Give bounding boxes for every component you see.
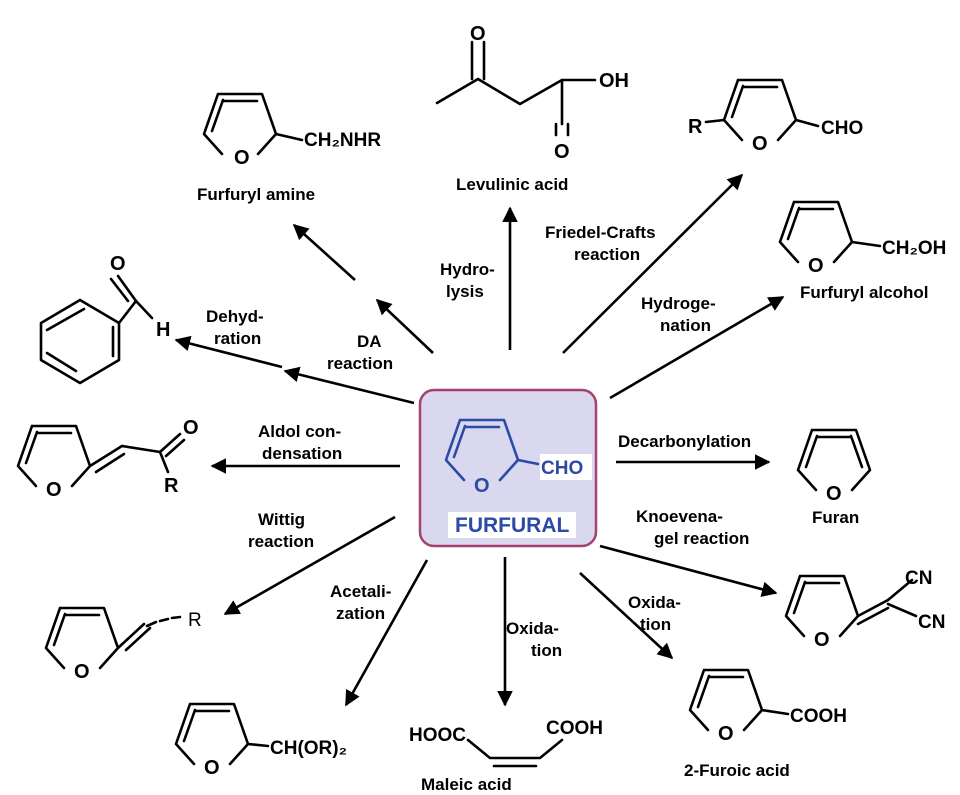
reaction-label-hydrogenation: Hydroge-nation — [641, 294, 716, 335]
furan-ring-icon — [44, 606, 120, 670]
benzene-ring-icon — [39, 298, 121, 385]
furfuryl-alcohol-structure: O CH₂OH Furfuryl alcohol — [778, 200, 946, 302]
svg-text:R: R — [188, 610, 202, 631]
cooh-group: COOH — [546, 718, 603, 739]
reaction-label-oxidation-right: Oxida-tion — [628, 593, 681, 634]
reaction-label-oxidation-down: Oxida-tion — [506, 619, 562, 660]
furan-structure: O Furan — [796, 428, 872, 527]
svg-text:O: O — [470, 23, 486, 45]
furyl-enone-structure: O R O — [16, 417, 199, 501]
cn-group-upper: CN — [905, 568, 932, 589]
dicyano-vinyl-furan-structure: CN CN O — [784, 568, 945, 651]
svg-text:O: O — [814, 629, 830, 651]
svg-text:O: O — [204, 757, 220, 779]
furfuryl-amine-structure: O CH₂NHR Furfuryl amine — [197, 92, 381, 204]
reaction-label-dehydration: Dehyd-ration — [206, 307, 264, 348]
vinyl-furan-structure: R O — [44, 606, 202, 683]
benzaldehyde-structure: O H — [39, 253, 170, 385]
svg-text:O: O — [110, 253, 126, 275]
svg-text:R: R — [688, 116, 703, 138]
furan-ring-icon — [688, 668, 764, 732]
r-furfural-structure: R O CHO — [688, 78, 863, 155]
product-name-furfuryl-alcohol: Furfuryl alcohol — [800, 283, 928, 302]
svg-text:R: R — [164, 475, 179, 497]
svg-text:O: O — [554, 141, 570, 163]
hooc-group: HOOC — [409, 725, 466, 746]
svg-text:O: O — [46, 479, 62, 501]
aldehyde-group: CHO — [541, 458, 583, 479]
aldehyde-h: H — [156, 319, 170, 341]
ch2oh-group: CH₂OH — [882, 238, 946, 259]
product-name-furfuryl-amine: Furfuryl amine — [197, 185, 315, 204]
furan-ring-icon — [722, 78, 798, 142]
cn-group-lower: CN — [918, 612, 945, 633]
furfural-center-box: O CHO FURFURAL — [418, 388, 598, 548]
reaction-label-decarbonylation: Decarbonylation — [618, 432, 751, 451]
svg-text:O: O — [826, 483, 842, 505]
reaction-label-hydrolysis: Hydro-lysis — [440, 260, 495, 301]
acetal-group: CH(OR)₂ — [270, 738, 347, 759]
reaction-label-acetalization: Acetali-zation — [330, 582, 391, 623]
furan-ring-icon — [778, 200, 854, 264]
levulinic-acid-structure: O OH O Levulinic acid — [435, 23, 629, 194]
ch2nhr-group: CH₂NHR — [304, 130, 381, 151]
svg-text:O: O — [808, 255, 824, 277]
furoic-acid-structure: O COOH 2-Furoic acid — [684, 668, 847, 780]
furan-ring-icon — [784, 574, 860, 638]
furan-ring-icon — [16, 424, 92, 488]
svg-text:O: O — [74, 661, 90, 683]
svg-text:O: O — [183, 417, 199, 439]
furan-acetal-structure: O CH(OR)₂ — [174, 702, 347, 779]
cooh-group: COOH — [790, 706, 847, 727]
cho-group: CHO — [821, 118, 863, 139]
product-name-furan: Furan — [812, 508, 859, 527]
product-name-levulinic-acid: Levulinic acid — [456, 175, 568, 194]
product-name-furoic-acid: 2-Furoic acid — [684, 761, 790, 780]
svg-text:O: O — [752, 133, 768, 155]
furan-ring-icon — [444, 418, 540, 482]
reaction-label-knoevenagel: Knoevena-gel reaction — [636, 507, 749, 548]
reaction-arrow-icon — [174, 173, 785, 707]
ring-oxygen: O — [474, 475, 490, 497]
center-title: FURFURAL — [455, 514, 569, 537]
reaction-label-aldol: Aldol con-densation — [258, 422, 342, 463]
furan-ring-icon — [202, 92, 278, 156]
svg-text:O: O — [234, 147, 250, 169]
furan-ring-icon — [174, 702, 250, 766]
svg-text:OH: OH — [599, 70, 629, 92]
maleic-acid-structure: HOOC COOH Maleic acid — [409, 718, 603, 794]
product-name-maleic-acid: Maleic acid — [421, 775, 512, 794]
svg-text:O: O — [718, 723, 734, 745]
